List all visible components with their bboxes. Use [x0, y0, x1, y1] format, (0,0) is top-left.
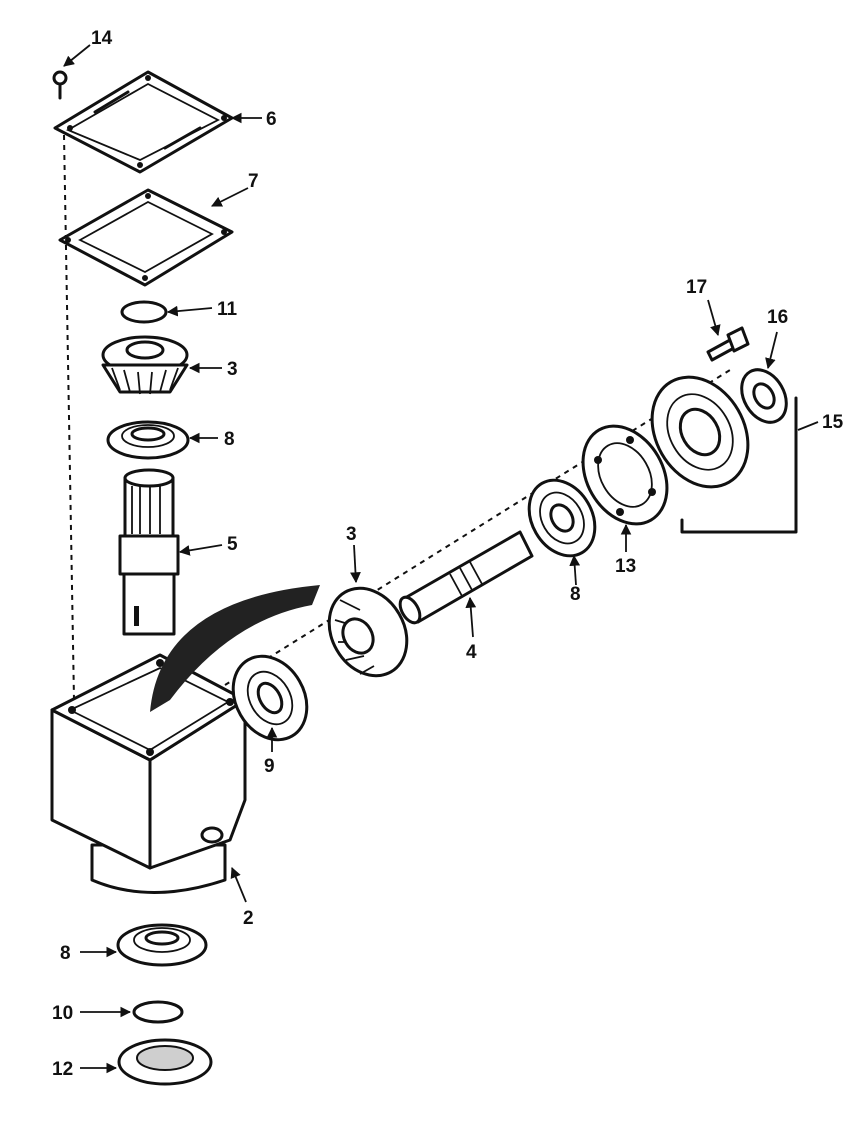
part-13-gasket	[581, 424, 669, 526]
part-8-bearing-upper	[106, 420, 190, 460]
part-16-seal	[740, 368, 788, 424]
part-15-cap-assembly	[650, 375, 798, 534]
part-10-snap-ring	[132, 1000, 184, 1024]
callout-3-mid: 3	[346, 524, 357, 545]
callout-8-upper: 8	[224, 429, 235, 450]
part-8-bearing-mid	[527, 478, 597, 558]
part-3-bevel-gear-lower	[327, 586, 409, 678]
part-12-seal	[117, 1038, 213, 1086]
callout-labels: 14 6 7 11 3 8 5 3 4 8 13 17 16 15 9 2 8 …	[52, 28, 844, 1080]
callout-16: 16	[767, 307, 788, 328]
callout-3-upper: 3	[227, 359, 238, 380]
part-17-bolt	[706, 326, 750, 362]
part-5-pinion-shaft	[118, 468, 180, 636]
callout-7: 7	[248, 171, 259, 192]
callout-10: 10	[52, 1003, 73, 1024]
part-14-screw	[52, 70, 68, 100]
part-9-bearing	[231, 654, 309, 742]
part-2-housing	[50, 653, 247, 894]
part-8-bearing-lower	[116, 923, 208, 967]
callout-8-mid: 8	[570, 584, 581, 605]
callout-15: 15	[822, 412, 844, 433]
callout-2: 2	[243, 908, 254, 929]
callout-8-lower: 8	[60, 943, 71, 964]
callout-12: 12	[52, 1059, 73, 1080]
callout-9: 9	[264, 756, 275, 777]
insertion-arrow	[150, 585, 320, 712]
callout-4: 4	[466, 642, 477, 663]
part-3-bevel-gear-upper	[101, 335, 189, 395]
callout-11: 11	[217, 299, 238, 320]
part-4-shaft	[398, 530, 534, 625]
assembly-centerlines	[63, 134, 731, 701]
callout-13: 13	[615, 556, 636, 577]
callout-5: 5	[227, 534, 238, 555]
part-11-snap-ring	[120, 300, 168, 324]
part-6-cover-plate	[53, 70, 234, 174]
part-7-gasket	[58, 188, 234, 287]
callout-14: 14	[91, 28, 113, 49]
callout-6: 6	[266, 109, 277, 130]
callout-17: 17	[686, 277, 707, 298]
leader-arrows	[63, 44, 819, 1074]
